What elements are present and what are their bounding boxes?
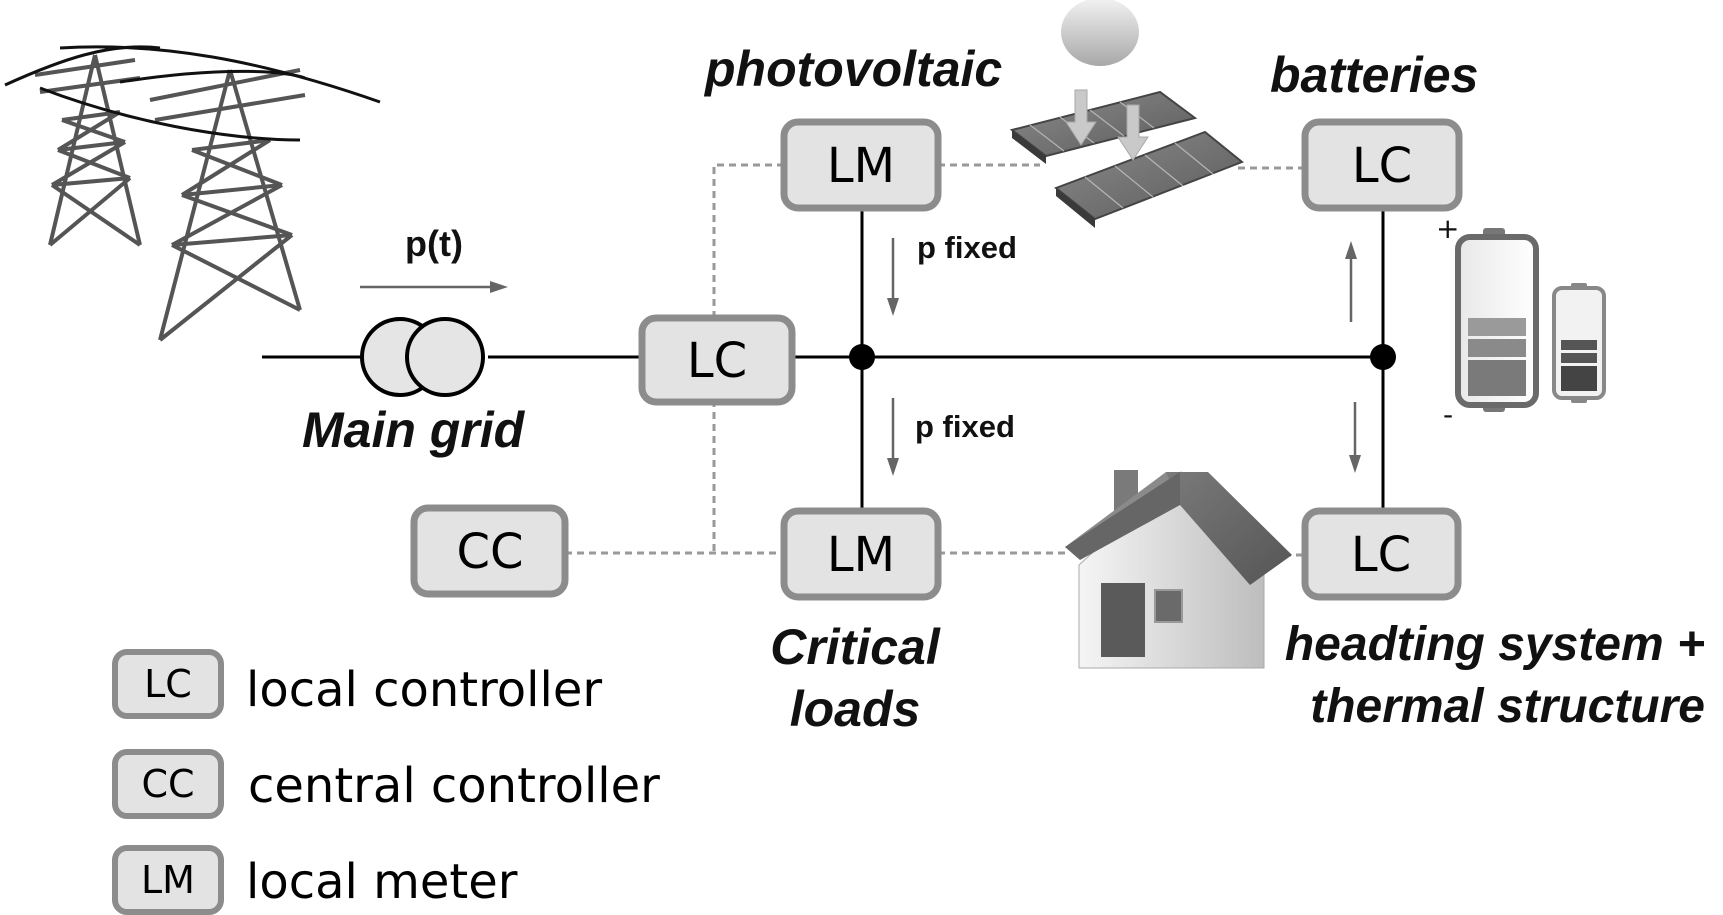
flow-arrows — [887, 238, 1361, 476]
legend-item-lc: LC local controller — [112, 649, 602, 719]
battery-large-icon — [1455, 228, 1539, 412]
battery-plus-label: + — [1436, 212, 1459, 245]
legend: LC local controller CC central controlle… — [112, 649, 660, 915]
heating-label-line2: thermal structure — [1310, 680, 1705, 733]
lc-main-box: LC — [638, 314, 796, 406]
legend-item-cc: CC central controller — [112, 749, 660, 819]
lc-batteries-label: LC — [1352, 138, 1412, 194]
transformer-icon — [360, 317, 485, 397]
power-lines-icon — [4, 45, 381, 142]
power-flow-arrow — [360, 281, 508, 293]
legend-text-lm: local meter — [246, 854, 518, 910]
legend-code-lm: LM — [141, 858, 195, 902]
lm-pv-label: LM — [827, 138, 895, 194]
p-fixed-top-label: p fixed — [917, 230, 1017, 265]
legend-text-cc: central controller — [248, 758, 660, 814]
house-icon — [1065, 470, 1292, 669]
cc-label: CC — [456, 524, 523, 580]
lc-heating-label: LC — [1351, 527, 1411, 583]
communication-lines — [565, 163, 1305, 557]
heating-label-line1: headting system + — [1285, 618, 1705, 671]
junction-node-left — [849, 344, 875, 370]
battery-small-icon — [1552, 283, 1606, 403]
legend-code-cc: CC — [141, 762, 194, 806]
legend-text-lc: local controller — [246, 662, 602, 718]
solar-panel-icon — [1009, 90, 1244, 228]
sunlight-arrow-icon — [1065, 89, 1149, 161]
critical-label-line2: loads — [790, 681, 921, 737]
sun-icon — [1061, 0, 1139, 66]
batteries-label: batteries — [1270, 47, 1478, 103]
lm-pv-box: LM — [780, 118, 942, 212]
main-grid-label: Main grid — [302, 402, 526, 458]
cc-box: CC — [410, 504, 569, 598]
legend-code-lc: LC — [144, 662, 192, 706]
lc-batteries-box: LC — [1301, 118, 1463, 212]
lm-critical-box: LM — [780, 507, 942, 601]
power-flow-label: p(t) — [405, 223, 463, 264]
legend-item-lm: LM local meter — [112, 845, 518, 915]
p-fixed-bottom-label: p fixed — [915, 409, 1015, 444]
power-tower-icon — [34, 54, 306, 342]
lc-heating-box: LC — [1301, 507, 1462, 601]
lm-critical-label: LM — [827, 527, 895, 583]
critical-label-line1: Critical — [770, 619, 941, 675]
photovoltaic-label: photovoltaic — [703, 41, 1002, 97]
battery-minus-label: - — [1443, 398, 1453, 431]
junction-node-right — [1370, 344, 1396, 370]
lc-main-label: LC — [687, 333, 747, 389]
